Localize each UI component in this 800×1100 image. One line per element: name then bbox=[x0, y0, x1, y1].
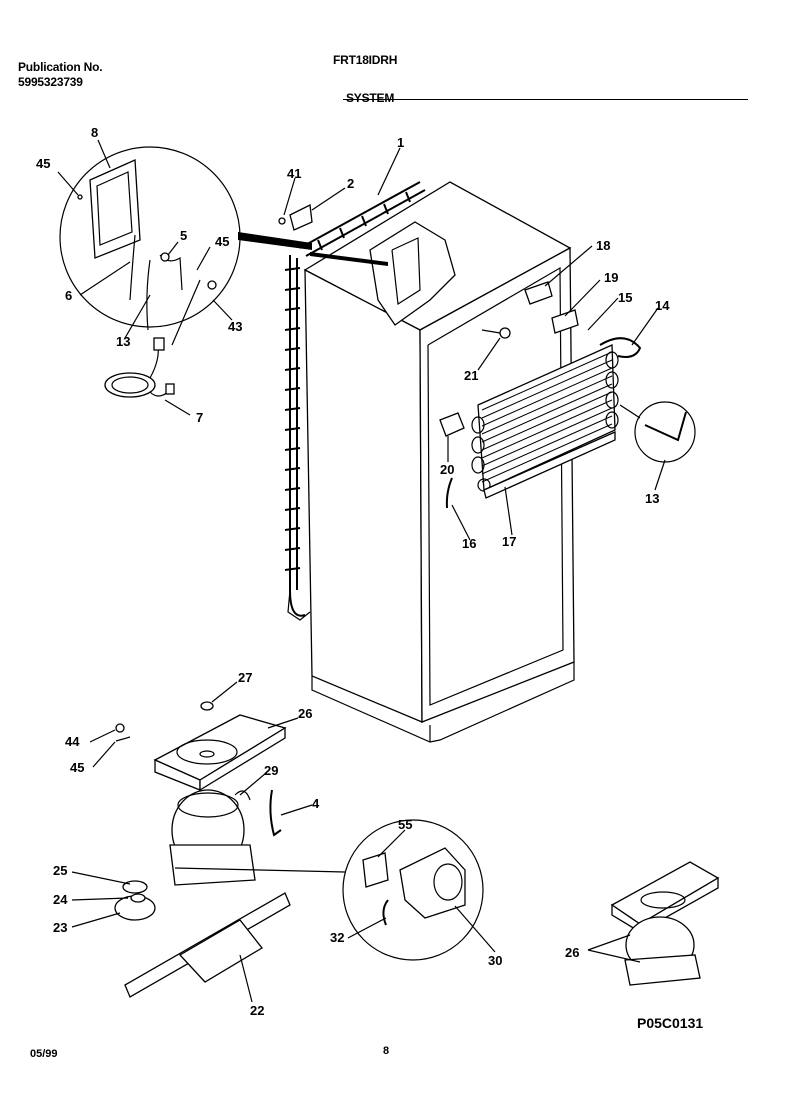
callout-30: 30 bbox=[488, 953, 502, 968]
leader-lines bbox=[57, 139, 666, 1003]
callout-2: 2 bbox=[347, 176, 354, 191]
callout-4: 4 bbox=[312, 796, 320, 811]
callout-5: 5 bbox=[180, 228, 187, 243]
top-brackets bbox=[278, 204, 313, 231]
compressor bbox=[114, 789, 346, 998]
model-number: FRT18IDRH bbox=[333, 53, 398, 67]
callout-1: 1 bbox=[397, 135, 404, 150]
callout-55: 55 bbox=[398, 817, 412, 832]
callout-29: 29 bbox=[264, 763, 278, 778]
detail-circle-wiring bbox=[59, 146, 241, 398]
callout-13-left: 13 bbox=[116, 334, 130, 349]
page-number: 8 bbox=[383, 1045, 390, 1057]
detail-circle-relay bbox=[342, 819, 484, 961]
callout-7: 7 bbox=[196, 410, 203, 425]
callout-21: 21 bbox=[464, 368, 478, 383]
callout-27: 27 bbox=[238, 670, 252, 685]
callout-13-right: 13 bbox=[645, 491, 659, 506]
evaporator-assembly bbox=[439, 281, 696, 509]
callout-45-top: 45 bbox=[36, 156, 50, 171]
callout-32: 32 bbox=[330, 930, 344, 945]
callout-43: 43 bbox=[228, 319, 242, 334]
callout-15: 15 bbox=[618, 290, 632, 305]
callout-14: 14 bbox=[655, 298, 670, 313]
callout-17: 17 bbox=[502, 534, 516, 549]
callout-26-right: 26 bbox=[565, 945, 579, 960]
section-title: SYSTEM bbox=[346, 91, 395, 105]
publication-label: Publication No. bbox=[18, 60, 103, 74]
callout-23: 23 bbox=[53, 920, 67, 935]
publication-number: 5995323739 bbox=[18, 75, 83, 89]
compressor-assembly-right bbox=[610, 861, 720, 986]
header-rule bbox=[343, 99, 748, 100]
callout-18: 18 bbox=[596, 238, 610, 253]
callout-45-bottom: 45 bbox=[70, 760, 84, 775]
diagram-code: P05C0131 bbox=[637, 1015, 704, 1031]
drain-pan bbox=[115, 701, 287, 792]
callout-26-pan: 26 bbox=[298, 706, 312, 721]
callout-24: 24 bbox=[53, 892, 68, 907]
footer-date: 05/99 bbox=[30, 1048, 58, 1060]
callout-20: 20 bbox=[440, 462, 454, 477]
callout-16: 16 bbox=[462, 536, 476, 551]
callout-19: 19 bbox=[604, 270, 618, 285]
callout-25: 25 bbox=[53, 863, 67, 878]
callout-44: 44 bbox=[65, 734, 80, 749]
condenser-coil bbox=[238, 181, 426, 621]
callout-8: 8 bbox=[91, 125, 98, 140]
callout-41: 41 bbox=[287, 166, 301, 181]
callout-6: 6 bbox=[65, 288, 72, 303]
callout-22: 22 bbox=[250, 1003, 264, 1018]
callout-labels: 1 2 41 45 8 6 5 45 43 13 7 18 19 15 14 2… bbox=[36, 125, 670, 1018]
callout-45-circle: 45 bbox=[215, 234, 229, 249]
